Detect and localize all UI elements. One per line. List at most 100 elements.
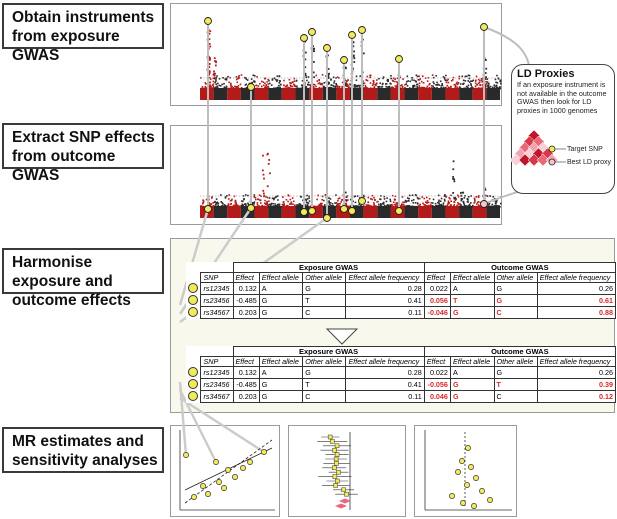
chromosome-band xyxy=(200,88,214,100)
snp-point xyxy=(490,205,493,208)
snp-point xyxy=(394,205,397,207)
snp-point xyxy=(432,198,435,201)
peak-point xyxy=(267,162,270,165)
snp-point xyxy=(414,87,416,90)
snp-id: rs34567 xyxy=(200,390,234,403)
snp-point xyxy=(443,194,446,196)
snp-point xyxy=(266,81,268,83)
peak-point xyxy=(208,38,211,41)
snp-point xyxy=(457,203,460,206)
snp-point xyxy=(404,86,406,89)
snp-point xyxy=(372,80,375,83)
snp-point xyxy=(428,88,430,90)
snp-point xyxy=(423,197,426,200)
snp-point xyxy=(278,75,281,77)
snp-point xyxy=(221,205,223,207)
cell-o-eff: -0.046 xyxy=(423,306,451,319)
snp-point xyxy=(270,203,272,206)
snp-point xyxy=(253,196,256,198)
snp-point xyxy=(356,85,359,88)
snp-point xyxy=(477,205,480,208)
snp-point xyxy=(390,77,392,80)
snp-point xyxy=(243,198,245,201)
snp-point xyxy=(438,205,441,208)
chromosome-band xyxy=(418,88,432,100)
snp-point xyxy=(468,77,471,80)
snp-point xyxy=(277,199,279,201)
snp-point xyxy=(352,205,355,208)
snp-point xyxy=(359,87,362,90)
snp-point xyxy=(385,82,388,85)
scatter-point xyxy=(261,449,267,455)
snp-point xyxy=(367,201,369,204)
snp-point xyxy=(268,79,270,82)
snp-point xyxy=(245,205,248,208)
snp-point xyxy=(292,200,295,203)
snp-point xyxy=(230,202,233,205)
snp-point xyxy=(463,202,465,204)
snp-point xyxy=(393,206,396,208)
snp-point xyxy=(322,199,325,202)
snp-point xyxy=(376,79,378,81)
peak-point xyxy=(461,191,464,194)
peak-point xyxy=(213,74,216,77)
cell-o-eff: 0.046 xyxy=(423,390,451,403)
snp-point xyxy=(223,87,225,90)
snp-point xyxy=(421,75,424,77)
snp-point xyxy=(289,84,292,87)
snp-point xyxy=(251,202,254,205)
snp-point xyxy=(454,84,457,86)
snp-point xyxy=(312,83,315,86)
snp-point xyxy=(229,199,232,202)
peak-point xyxy=(485,67,488,70)
snp-point xyxy=(269,82,271,85)
snp-point xyxy=(430,87,432,90)
snp-point xyxy=(458,77,461,80)
snp-point xyxy=(412,201,415,204)
snp-point xyxy=(215,80,217,82)
snp-point xyxy=(461,75,464,78)
snp-point xyxy=(208,86,211,88)
snp-point xyxy=(412,85,414,88)
snp-point xyxy=(495,200,498,203)
forest-estimate xyxy=(334,461,339,466)
snp-point xyxy=(204,85,207,88)
snp-point xyxy=(245,87,248,89)
funnel-point xyxy=(479,488,485,494)
snp-point xyxy=(254,196,257,199)
snp-point xyxy=(308,197,310,199)
snp-point xyxy=(274,196,277,199)
snp-point xyxy=(443,78,446,80)
snp-point xyxy=(488,82,490,85)
snp-point xyxy=(466,201,469,203)
snp-point xyxy=(407,80,410,82)
funnel-point xyxy=(459,458,465,464)
snp-point xyxy=(436,86,438,89)
snp-point xyxy=(382,77,384,80)
snp-point xyxy=(213,87,216,90)
snp-point xyxy=(354,205,357,207)
snp-point xyxy=(363,82,366,85)
snp-point xyxy=(214,88,217,90)
snp-point xyxy=(418,75,420,77)
peak-point xyxy=(209,81,212,84)
snp-point xyxy=(240,86,243,89)
forest-estimate xyxy=(330,439,335,444)
snp-point xyxy=(236,205,238,208)
snp-point xyxy=(446,204,448,207)
snp-point xyxy=(422,202,424,205)
snp-point xyxy=(279,80,281,82)
snp-point xyxy=(372,87,374,90)
snp-point xyxy=(375,206,378,208)
snp-point xyxy=(429,205,432,207)
snp-point xyxy=(401,196,404,198)
step-mr-estimates: MR estimates and sensitivity analyses xyxy=(2,427,164,473)
snp-point xyxy=(338,85,341,88)
snp-point xyxy=(333,80,336,82)
snp-point xyxy=(450,79,453,82)
snp-point xyxy=(293,77,296,80)
snp-point xyxy=(380,205,383,208)
snp-point xyxy=(279,86,281,89)
